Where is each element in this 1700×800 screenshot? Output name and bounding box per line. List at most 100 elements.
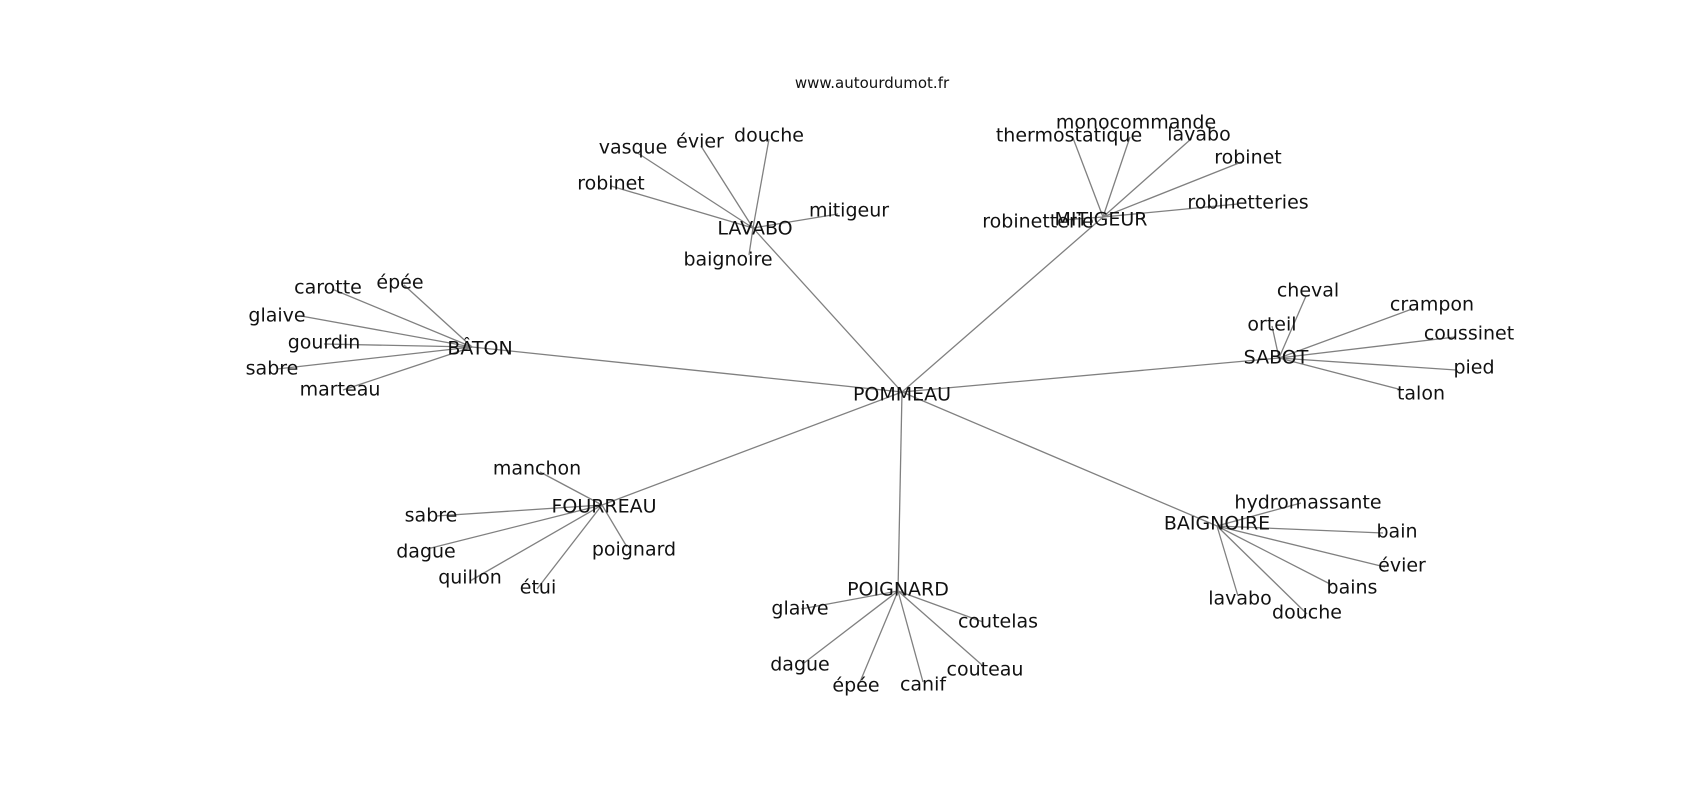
edge-lavabo-leaf-3	[610, 185, 754, 229]
hub-node-lavabo: LAVABO	[717, 218, 792, 240]
edge-baton-leaf-5	[342, 346, 473, 391]
edge-fourreau-leaf-4	[469, 504, 603, 582]
edge-poignard-leaf-3	[897, 590, 983, 666]
hub-node-fourreau: FOURREAU	[551, 496, 656, 518]
edge-poignard-leaf-4	[859, 590, 899, 683]
hub-node-baignoire: BAIGNOIRE	[1164, 513, 1270, 535]
edge-baignoire-leaf-0	[1216, 502, 1302, 527]
leaf-node-fourreau-5: étui	[520, 577, 556, 599]
edge-center-sabot	[901, 357, 1280, 393]
leaf-node-baignoire-1: bain	[1376, 521, 1417, 543]
leaf-node-baton-1: épée	[376, 272, 423, 294]
leaf-node-baton-3: gourdin	[288, 332, 361, 354]
leaf-node-poignard-2: dague	[770, 654, 830, 676]
leaf-node-sabot-0: cheval	[1277, 280, 1339, 302]
leaf-node-sabot-2: orteil	[1247, 314, 1296, 336]
edge-baignoire-leaf-2	[1216, 525, 1386, 568]
edge-lavabo-leaf-2	[752, 138, 770, 229]
center-node-label: POMMEAU	[853, 384, 951, 406]
edges	[276, 136, 1457, 683]
leaf-node-lavabo-3: robinet	[577, 173, 645, 195]
edge-sabot-leaf-5	[1278, 357, 1403, 391]
edge-lavabo-leaf-0	[635, 151, 754, 229]
hub-node-mitigeur: MITIGEUR	[1054, 209, 1147, 231]
edge-poignard-leaf-2	[803, 590, 899, 664]
leaf-node-baignoire-0: hydromassante	[1234, 492, 1381, 514]
edge-mitigeur-leaf-1	[1072, 137, 1104, 218]
edge-fourreau-leaf-1	[435, 504, 603, 517]
edge-sabot-leaf-4	[1278, 357, 1457, 371]
leaf-node-baton-2: glaive	[248, 305, 305, 327]
edge-center-poignard	[897, 391, 903, 592]
edge-lavabo-leaf-1	[700, 145, 754, 229]
leaf-node-mitigeur-0: monocommande	[1056, 112, 1216, 134]
edge-baignoire-leaf-5	[1216, 525, 1308, 615]
edge-poignard-leaf-5	[897, 590, 924, 683]
edge-fourreau-leaf-0	[539, 471, 603, 506]
edge-poignard-leaf-1	[897, 590, 984, 623]
edge-mitigeur-leaf-5	[1061, 216, 1104, 221]
leaf-node-fourreau-1: sabre	[405, 505, 458, 527]
edge-lavabo-leaf-5	[748, 227, 754, 256]
leaf-node-baton-4: sabre	[246, 358, 299, 380]
leaf-node-fourreau-2: poignard	[592, 539, 676, 561]
edge-baton-leaf-0	[331, 288, 473, 348]
leaf-node-poignard-1: coutelas	[958, 611, 1038, 633]
hub-node-poignard: POIGNARD	[847, 579, 949, 601]
leaf-node-sabot-5: talon	[1397, 383, 1445, 405]
edge-baignoire-leaf-3	[1216, 525, 1333, 586]
leaf-node-lavabo-2: douche	[734, 125, 804, 147]
edge-fourreau-leaf-5	[536, 504, 603, 590]
leaf-node-sabot-3: coussinet	[1424, 323, 1514, 345]
hub-node-baton: BÂTON	[447, 337, 512, 360]
edge-sabot-leaf-0	[1278, 295, 1307, 359]
edge-baton-leaf-4	[276, 346, 473, 370]
edge-center-baignoire	[901, 391, 1218, 527]
leaf-node-sabot-4: pied	[1453, 357, 1494, 379]
edge-center-fourreau	[601, 391, 903, 506]
edge-baignoire-leaf-1	[1216, 525, 1384, 534]
leaf-node-lavabo-1: évier	[676, 131, 724, 153]
edge-fourreau-leaf-3	[426, 504, 603, 550]
edge-poignard-leaf-0	[800, 590, 899, 610]
edge-center-baton	[471, 346, 903, 393]
leaf-node-mitigeur-5: robinetterie	[982, 211, 1093, 233]
leaf-node-fourreau-0: manchon	[493, 458, 581, 480]
leaf-node-baignoire-2: évier	[1378, 555, 1426, 577]
leaf-node-fourreau-4: quillon	[438, 567, 502, 589]
leaf-node-mitigeur-3: robinet	[1214, 147, 1282, 169]
leaf-node-baignoire-3: bains	[1327, 577, 1378, 599]
edge-mitigeur-leaf-4	[1102, 203, 1239, 218]
leaf-node-poignard-4: épée	[832, 675, 879, 697]
edge-baignoire-leaf-4	[1216, 525, 1239, 597]
edge-sabot-leaf-3	[1278, 336, 1456, 359]
edge-baton-leaf-1	[403, 284, 473, 348]
edge-center-lavabo	[752, 227, 903, 393]
leaf-node-baton-0: carotte	[294, 277, 362, 299]
leaf-node-lavabo-0: vasque	[599, 137, 668, 159]
leaf-node-mitigeur-1: thermostatique	[996, 125, 1142, 147]
hub-node-sabot: SABOT	[1244, 347, 1309, 369]
edge-mitigeur-leaf-0	[1102, 136, 1131, 218]
leaf-node-poignard-0: glaive	[771, 598, 828, 620]
edge-lavabo-leaf-4	[752, 213, 839, 229]
edge-baton-leaf-2	[300, 315, 473, 348]
leaf-node-mitigeur-2: lavabo	[1167, 124, 1231, 146]
leaf-node-poignard-5: canif	[900, 674, 947, 696]
leaf-node-baignoire-5: douche	[1272, 602, 1342, 624]
edge-sabot-leaf-2	[1271, 325, 1280, 359]
edge-center-mitigeur	[901, 216, 1104, 393]
edge-sabot-leaf-1	[1278, 308, 1413, 359]
leaf-node-fourreau-3: dague	[396, 541, 456, 563]
leaf-node-baton-5: marteau	[300, 379, 381, 401]
edge-mitigeur-leaf-2	[1102, 138, 1192, 218]
edge-fourreau-leaf-2	[601, 504, 628, 548]
edge-mitigeur-leaf-3	[1102, 160, 1245, 218]
leaf-node-baignoire-4: lavabo	[1208, 588, 1272, 610]
leaf-node-lavabo-5: baignoire	[683, 249, 772, 271]
leaf-node-mitigeur-4: robinetteries	[1187, 192, 1308, 214]
edge-baton-leaf-3	[323, 343, 473, 348]
source-website: www.autourdumot.fr	[795, 74, 950, 92]
